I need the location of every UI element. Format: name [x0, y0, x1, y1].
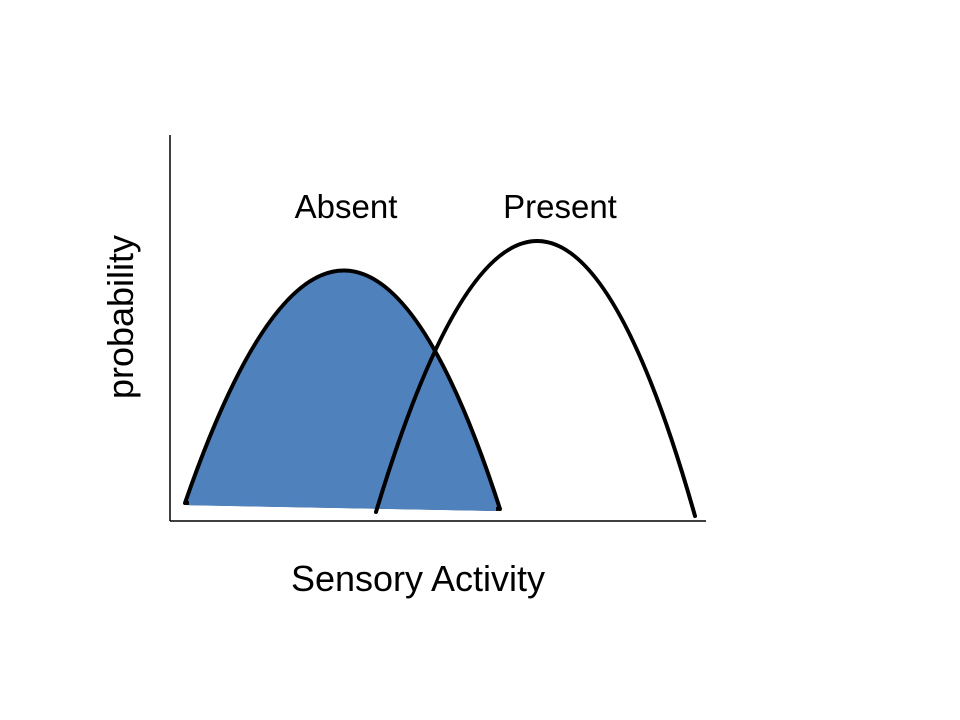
absent-distribution-curve [183, 268, 502, 511]
y-axis-label: probability [100, 235, 141, 399]
absent-distribution-baseline [188, 500, 497, 512]
present-distribution-curve [374, 239, 697, 518]
x-axis-label: Sensory Activity [291, 558, 545, 599]
present-label: Present [503, 188, 617, 225]
absent-label: Absent [295, 188, 398, 225]
